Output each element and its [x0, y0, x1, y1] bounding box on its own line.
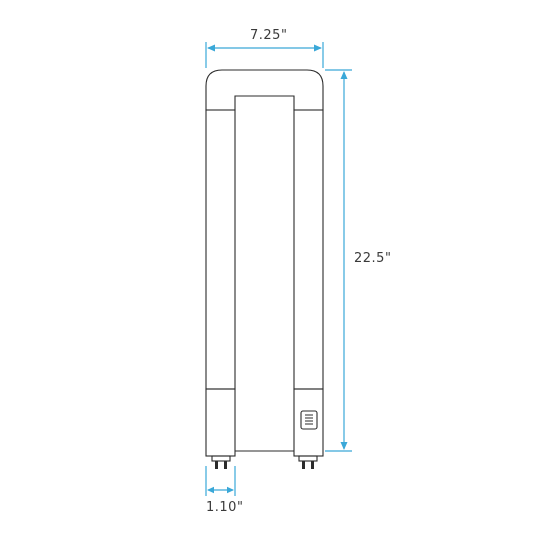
height-label: 22.5" — [354, 251, 392, 266]
switch-housing — [300, 410, 318, 430]
top-bend-housing — [205, 69, 324, 111]
switch-icon — [305, 414, 313, 425]
right-end-cap — [293, 388, 324, 457]
pin-arrow-left — [207, 486, 214, 494]
dimension-lines — [205, 42, 352, 496]
height-arrow-bottom — [340, 442, 348, 450]
pins — [215, 461, 314, 469]
left-end-cap — [205, 388, 236, 457]
pin — [311, 461, 314, 469]
right-tube — [293, 109, 324, 390]
width-arrow-right — [314, 44, 322, 52]
right-connector-base — [298, 455, 318, 462]
pin — [215, 461, 218, 469]
left-connector-base — [211, 455, 231, 462]
left-tube — [205, 109, 236, 390]
pin — [224, 461, 227, 469]
width-label: 7.25" — [250, 28, 288, 43]
width-arrow-left — [207, 44, 215, 52]
lamp-outline — [205, 69, 324, 462]
pin-arrow-right — [227, 486, 234, 494]
height-arrow-top — [340, 71, 348, 79]
pin — [302, 461, 305, 469]
pin-spacing-label: 1.10" — [206, 500, 244, 515]
